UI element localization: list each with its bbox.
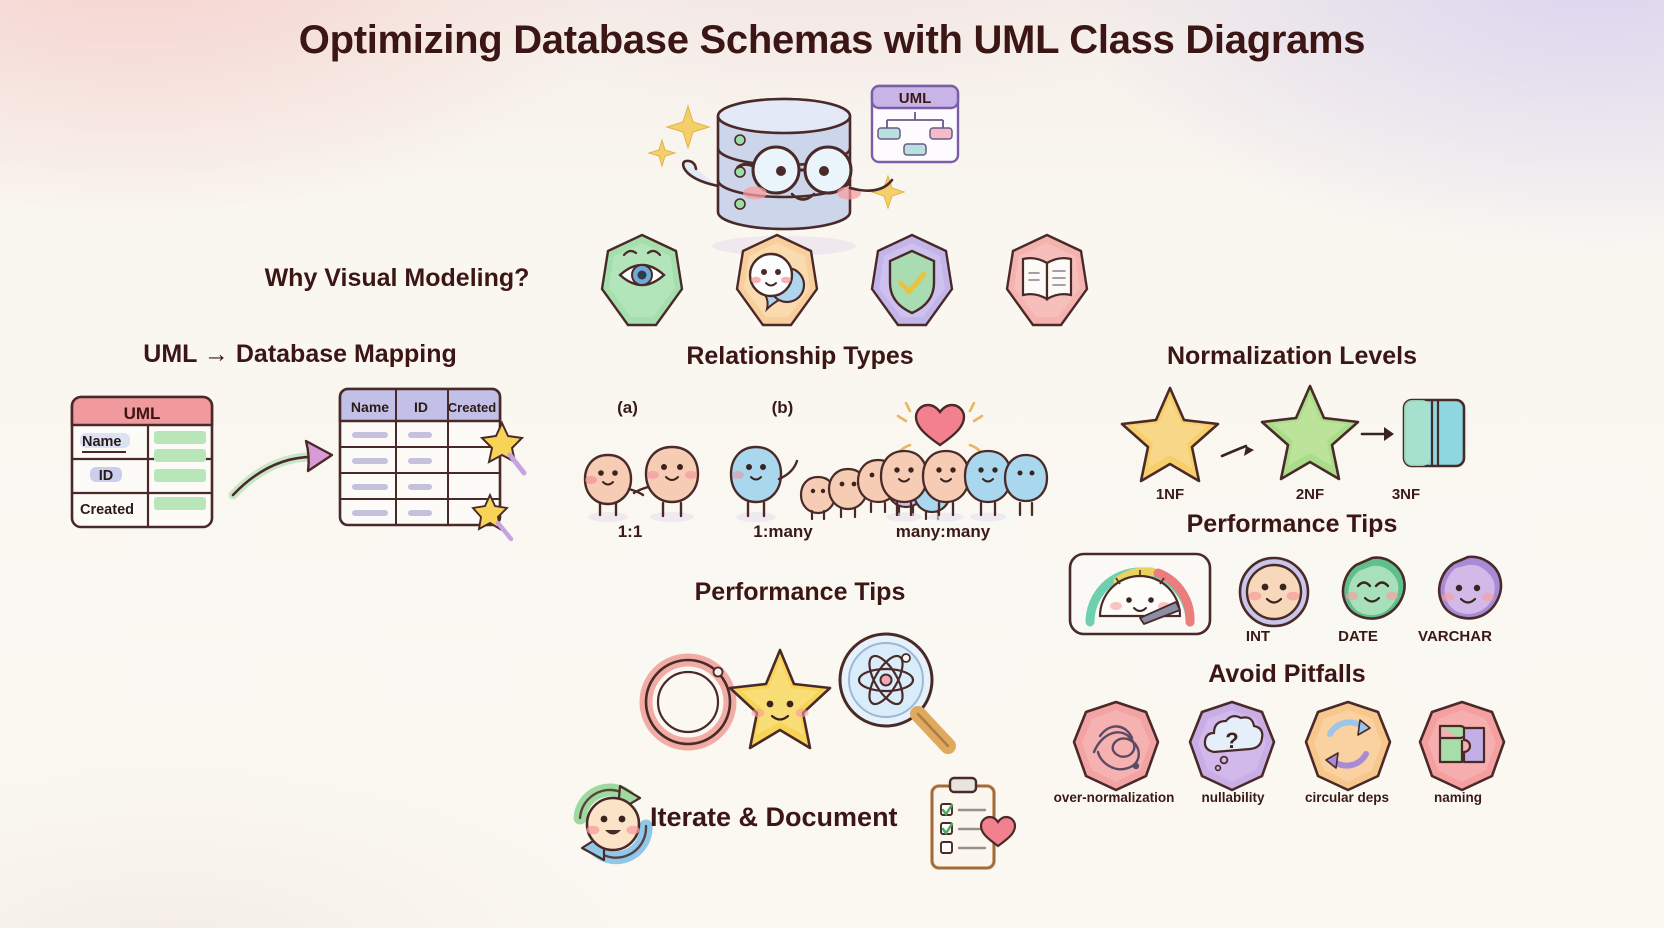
eye-icon xyxy=(776,166,786,176)
database-table: Name ID Created xyxy=(338,387,502,527)
datatype-label-date: DATE xyxy=(1338,628,1378,645)
groups-with-heart-icon xyxy=(879,401,1049,522)
uml-attr-2: Created xyxy=(80,502,134,518)
relationship-marker-b: (b) xyxy=(771,398,794,417)
check-icon xyxy=(898,271,927,295)
yellow-star-icon xyxy=(1120,386,1220,483)
pitfall-tangled-threads-icon xyxy=(1072,700,1160,792)
avoid-pitfalls-heading: Avoid Pitfalls xyxy=(1208,660,1366,688)
status-light-icon xyxy=(734,198,746,210)
datatype-date-icon xyxy=(1341,556,1406,620)
relationship-label-many-many: many:many xyxy=(895,522,991,541)
pitfall-question-cloud-icon: ? xyxy=(1188,700,1276,792)
pitfall-label-nullability: nullability xyxy=(1201,790,1265,805)
smile-icon xyxy=(790,192,816,201)
normalization-heading: Normalization Levels xyxy=(1166,342,1418,370)
pitfall-circular-arrows-icon xyxy=(1304,700,1392,792)
arrow-right-icon xyxy=(1220,444,1254,458)
badge-speech xyxy=(735,233,819,327)
performance-tips-center-heading: Performance Tips xyxy=(694,578,906,606)
badge-book xyxy=(1005,233,1089,327)
recycle-mascot-icon xyxy=(558,768,668,878)
question-mark-icon: ? xyxy=(1225,728,1238,753)
arrow-right-icon xyxy=(1360,427,1394,441)
pitfall-label-over-normalization: over-normalization xyxy=(1053,790,1175,805)
checkbox-icon xyxy=(940,803,954,854)
heart-icon xyxy=(914,403,966,447)
table-cell-placeholder xyxy=(352,432,432,516)
normalization-label-2nf: 2NF xyxy=(1295,486,1325,503)
uml-box-header: UML xyxy=(124,404,161,423)
normalization-label-1nf: 1NF xyxy=(1155,486,1185,503)
pitfall-label-naming: naming xyxy=(1433,790,1482,805)
relationship-label-1-many: 1:many xyxy=(753,522,813,541)
pitfall-puzzle-piece-icon xyxy=(1418,700,1506,792)
uml-attr-0: Name xyxy=(82,434,122,450)
why-visual-modeling-heading: Why Visual Modeling? xyxy=(264,264,530,292)
uml-card-label: UML xyxy=(899,90,932,107)
heart-icon xyxy=(979,815,1017,848)
performance-tips-right-heading: Performance Tips xyxy=(1186,510,1398,538)
db-col-1: ID xyxy=(414,399,428,415)
db-col-0: Name xyxy=(351,399,389,415)
two-figures-holding-hands-icon xyxy=(583,445,700,522)
relationship-types-heading: Relationship Types xyxy=(686,342,914,370)
why-visual-modeling-badges xyxy=(580,228,1110,338)
speech-bubble-icon xyxy=(748,252,794,298)
relationship-figures xyxy=(560,401,1049,530)
page-title: Optimizing Database Schemas with UML Cla… xyxy=(298,18,1366,62)
clipboard-checklist-icon xyxy=(920,772,1020,882)
relationship-label-1-1: 1:1 xyxy=(617,522,643,541)
arm-icon xyxy=(848,178,894,192)
uml-class-box: UML Name ID Created xyxy=(70,395,214,529)
datatype-label-varchar: VARCHAR xyxy=(1418,628,1492,645)
status-light-icon xyxy=(734,134,746,146)
datatype-varchar-icon xyxy=(1437,555,1503,620)
uml-mapping-diagram: UML Name ID Created xyxy=(58,385,538,560)
magic-wand-sparkle-icon xyxy=(471,492,514,542)
curved-arrow-icon xyxy=(228,439,334,500)
pink-ring-icon xyxy=(639,653,737,751)
green-star-icon xyxy=(1260,384,1360,481)
uml-attr-1: ID xyxy=(99,468,114,484)
uml-mapping-heading: UML → Database Mapping xyxy=(143,340,457,368)
shield-icon xyxy=(888,249,936,315)
badge-shield xyxy=(870,233,954,327)
db-col-2: Created xyxy=(448,400,496,415)
status-light-icon xyxy=(734,166,746,178)
iterate-document-heading: Iterate & Document xyxy=(650,802,898,832)
uml-card-icon: UML xyxy=(870,84,960,164)
cloud-icon xyxy=(1203,714,1264,754)
magnifier-atom-icon xyxy=(838,632,956,754)
datatype-label-int: INT xyxy=(1245,628,1271,645)
blush-icon xyxy=(743,186,767,200)
speedometer-gauge-icon xyxy=(1068,552,1212,636)
sparkle-icon xyxy=(647,104,711,168)
normalization-steps xyxy=(1118,382,1468,492)
performance-tips-right-icons xyxy=(1066,548,1516,640)
split-table-icon xyxy=(1402,398,1466,468)
avoid-pitfalls-icons: ? xyxy=(1056,696,1526,796)
performance-tips-center-icons xyxy=(630,628,960,758)
badge-eye xyxy=(600,233,684,327)
arm-icon xyxy=(681,159,720,188)
pitfall-label-circular-deps: circular deps xyxy=(1304,790,1390,805)
datatype-int-icon xyxy=(1238,556,1310,628)
normalization-label-3nf: 3NF xyxy=(1391,486,1421,503)
relationship-marker-a: (a) xyxy=(617,398,638,417)
atom-icon xyxy=(857,654,915,706)
magic-wand-sparkle-icon xyxy=(479,420,527,476)
eye-icon xyxy=(819,166,829,176)
yellow-star-face-icon xyxy=(728,648,832,750)
